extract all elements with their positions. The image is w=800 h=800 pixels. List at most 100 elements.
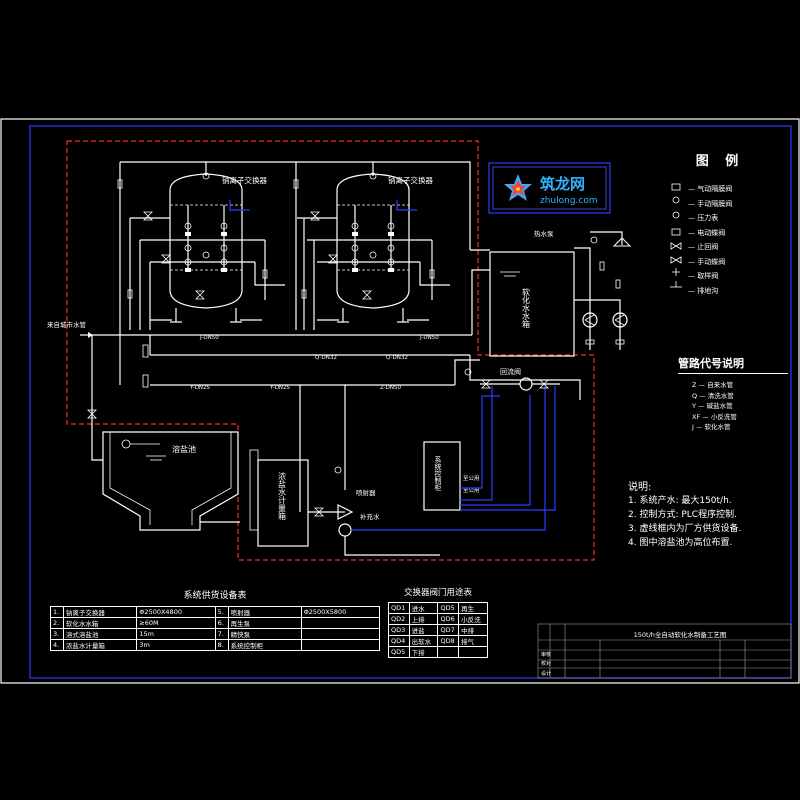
legend-item: — 电动蝶阀 bbox=[688, 228, 726, 237]
legend-item: — 压力表 bbox=[688, 214, 719, 222]
table-cell: 进盐 bbox=[408, 624, 439, 636]
pump-1-icon bbox=[582, 312, 598, 328]
table-cell: 1. bbox=[50, 606, 64, 618]
exchanger-1 bbox=[169, 172, 243, 323]
drawing-title: 150t/h全自动软化水制备工艺图 bbox=[634, 630, 727, 639]
ejector-icon bbox=[337, 504, 354, 520]
notes-list: 1. 系统产水: 最大150t/h. 2. 控制方式: PLC程序控制. 3. 虚线… bbox=[628, 494, 793, 550]
salt-dissolving-pool bbox=[87, 409, 240, 531]
table-cell: 下排 bbox=[408, 646, 439, 658]
table-cell: 喷射器 bbox=[227, 606, 302, 618]
return-valve-label: 回流阀 bbox=[500, 367, 521, 376]
table-cell bbox=[458, 646, 488, 658]
legend-item: — 取样阀 bbox=[688, 272, 719, 280]
table-cell bbox=[300, 628, 381, 640]
table-cell: QD5 bbox=[388, 646, 410, 658]
zhulong-logo: 筑龙网 zhulong.com bbox=[488, 162, 611, 214]
table-cell: 再生泵 bbox=[227, 617, 302, 629]
legend-item: — 手动隔膜阀 bbox=[688, 199, 733, 208]
hot-pump-label: 热水泵 bbox=[534, 229, 554, 238]
notes: 说明: 1. 系统产水: 最大150t/h. 2. 控制方式: PLC程序控制. 3… bbox=[628, 478, 793, 550]
ejector-label: 喷射器 bbox=[356, 488, 376, 497]
table-cell: 6. bbox=[214, 617, 229, 629]
table-cell: QD4 bbox=[388, 635, 410, 647]
exchanger-2 bbox=[336, 172, 410, 323]
table-cell: QD6 bbox=[437, 613, 460, 625]
table-cell: QD7 bbox=[437, 624, 460, 636]
table-cell bbox=[300, 617, 381, 629]
table-cell: 浓盐水计量箱 bbox=[62, 639, 138, 651]
title-block-frame bbox=[537, 623, 792, 679]
pipe-codes-title: 管路代号说明 bbox=[678, 355, 788, 374]
table-cell: 7. bbox=[214, 628, 229, 640]
table-cell: QD1 bbox=[388, 602, 410, 614]
table-cell: 再生 bbox=[458, 602, 488, 614]
pipe-label-y: Y-DN25 bbox=[189, 385, 211, 391]
legend-list: — 气动隔膜阀 — 手动隔膜阀 — 压力表 — 电动蝶阀 — 止回阀 — 手动蝶阀 — 取样… bbox=[688, 182, 732, 298]
legend-item: — 气动隔膜阀 bbox=[688, 185, 733, 193]
note-item: 2. 控制方式: PLC程序控制. bbox=[628, 510, 737, 520]
table-cell: ≥60M bbox=[136, 617, 216, 629]
table-cell: 15m bbox=[136, 628, 216, 640]
table-cell: 3. bbox=[50, 628, 64, 640]
tag-b: 至公用 bbox=[463, 487, 480, 494]
valve-symbols bbox=[117, 179, 435, 300]
legend-title: 图 例 bbox=[695, 154, 745, 169]
table-cell: 精快泵 bbox=[227, 628, 302, 640]
return-valve-group bbox=[464, 368, 560, 391]
table-cell: QD2 bbox=[388, 613, 410, 625]
title-row-2: 校对 bbox=[541, 660, 551, 667]
hot-water-pumps: 热水泵 bbox=[534, 229, 632, 350]
logo-star-icon bbox=[504, 174, 532, 201]
table-cell bbox=[437, 646, 460, 658]
logo-cn: 筑龙网 bbox=[539, 175, 585, 193]
table-cell: QD3 bbox=[388, 624, 410, 636]
pipe-label-j2: J-DN50 bbox=[419, 335, 439, 341]
legend-item: — 手动蝶阀 bbox=[688, 257, 726, 266]
supply-boundary-upper bbox=[66, 140, 595, 561]
notes-title: 说明: bbox=[628, 482, 652, 493]
pipe-label-z: Z-DN50 bbox=[380, 385, 402, 391]
table-cell: 系统控制柜 bbox=[227, 639, 302, 651]
table-cell bbox=[300, 639, 381, 651]
legend: 图 例 — 气动隔膜阀 — 手动隔膜阀 — 压力表 — 电动蝶阀 — 止回阀 — 手动蝶阀… bbox=[660, 150, 780, 295]
table-cell: 小反洗 bbox=[458, 613, 488, 625]
legend-item: — 排地沟 bbox=[688, 286, 719, 295]
table-cell: 2. bbox=[50, 617, 64, 629]
dissolve-pool-label: 溶盐池 bbox=[172, 444, 196, 454]
logo-en: zhulong.com bbox=[540, 196, 598, 206]
table-cell: 出软水 bbox=[408, 635, 439, 647]
ejector-group bbox=[334, 466, 440, 556]
inner-frame bbox=[29, 125, 792, 679]
table-cell: 软化水水箱 bbox=[62, 617, 138, 629]
legend-item: — 止回阀 bbox=[688, 243, 719, 251]
note-item: 1. 系统产水: 最大150t/h. bbox=[628, 496, 732, 506]
control-cabinet bbox=[423, 441, 461, 511]
table-cell: 钠离子交换器 bbox=[62, 606, 138, 618]
pipe-code-item: XF — 小反洗管 bbox=[692, 412, 737, 421]
regen-pump-icon bbox=[338, 523, 352, 537]
note-item: 3. 虚线框内为厂方供货设备. bbox=[628, 524, 742, 534]
table-cell: 8. bbox=[214, 639, 229, 651]
pipe-label-j: J-DN50 bbox=[199, 335, 219, 341]
table-cell: 进水 bbox=[408, 602, 439, 614]
pipe-code-item: Y — 碱盐水管 bbox=[692, 402, 733, 410]
pipe-label-q2: Q-DN32 bbox=[386, 355, 408, 361]
control-cabinet-label: 系统控制柜 bbox=[434, 455, 442, 492]
table-cell: 上排 bbox=[408, 613, 439, 625]
note-item: 4. 图中溶盐池为高位布置. bbox=[628, 538, 733, 548]
pipe-code-item: J — 软化水管 bbox=[692, 423, 731, 431]
brine-tank-label: 浓盐水计量箱 bbox=[278, 472, 287, 521]
